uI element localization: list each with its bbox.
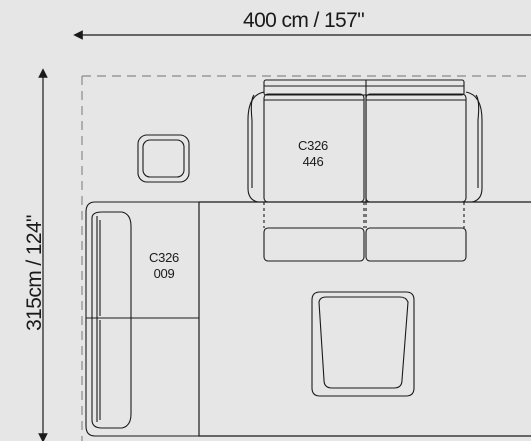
coffee-table [311,291,415,397]
top-sofa-code: C326 [298,138,328,153]
top-sofa-variant: 446 [302,154,324,169]
top-sofa [247,79,483,262]
room-outline [81,75,531,441]
rug-outline [198,201,531,437]
left-sofa-code-label: C326 009 [134,250,194,282]
side-table [137,134,190,183]
depth-dimension-label: 315cm / 124" [0,215,93,331]
left-sofa-code: C326 [149,250,179,265]
top-sofa-code-label: C326 446 [283,138,343,170]
left-sofa [85,201,199,437]
depth-dimension-text: 315cm / 124" [23,215,46,331]
width-dimension-label: 400 cm / 157" [243,9,365,32]
left-sofa-variant: 009 [153,266,175,281]
